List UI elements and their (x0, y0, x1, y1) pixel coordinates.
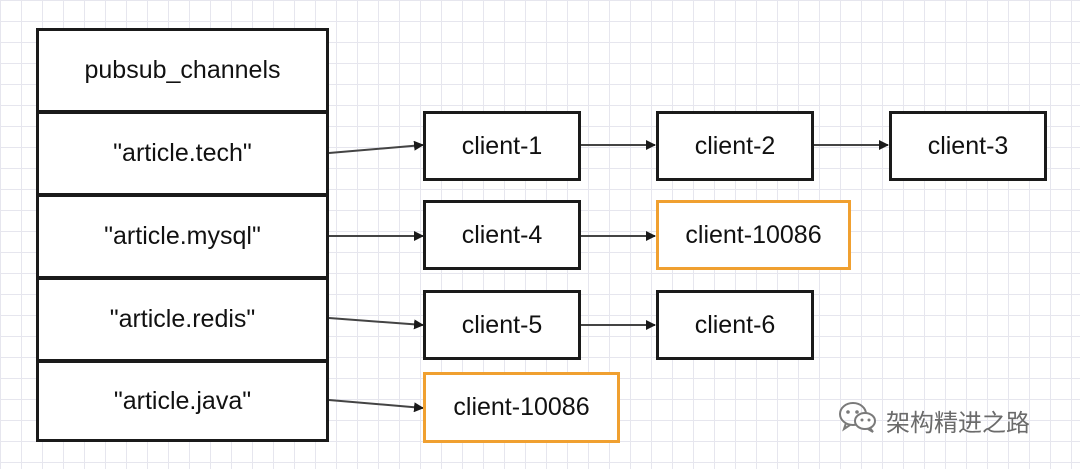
client-box-redis-1: client-5 (423, 290, 581, 360)
client-box-mysql-2-highlighted: client-10086 (656, 200, 851, 270)
channel-article-java: "article.java" (36, 360, 329, 442)
client-box-java-1-highlighted: client-10086 (423, 372, 620, 443)
client-box-tech-3: client-3 (889, 111, 1047, 181)
client-box-mysql-1: client-4 (423, 200, 581, 270)
arrow-redis-to-client-5 (328, 317, 424, 330)
channel-article-mysql: "article.mysql" (36, 194, 329, 279)
arrow-tech-to-client-1 (328, 140, 424, 154)
channel-article-redis: "article.redis" (36, 277, 329, 362)
watermark: 架构精进之路 (838, 400, 1030, 440)
client-box-tech-2: client-2 (656, 111, 814, 181)
client-box-tech-1: client-1 (423, 111, 581, 181)
table-header-pubsub-channels: pubsub_channels (36, 28, 329, 113)
arrow-java-to-client-10086 (328, 399, 424, 413)
client-box-redis-2: client-6 (656, 290, 814, 360)
wechat-icon (838, 400, 878, 441)
watermark-text: 架构精进之路 (886, 409, 1030, 437)
